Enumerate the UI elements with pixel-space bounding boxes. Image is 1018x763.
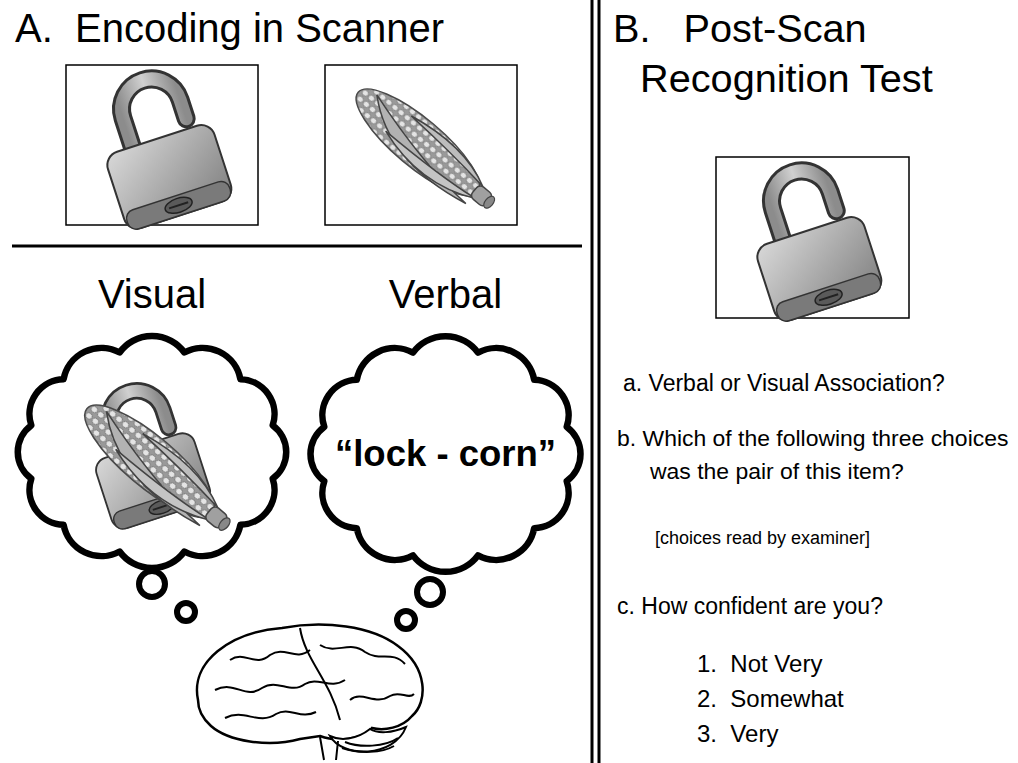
cloud-outline (301, 272, 590, 578)
question-text: c. How confident are you? (617, 593, 883, 619)
thought-bubbles (417, 579, 443, 605)
picture-frame (66, 64, 258, 232)
divider-line (598, 0, 601, 763)
thought-bubbles (139, 571, 165, 597)
divider-line (591, 0, 594, 763)
brain-drawing (320, 645, 405, 664)
panel-heading: B. Post-Scan Recognition Test (613, 3, 1015, 103)
brain-drawing (225, 711, 316, 718)
brain-drawing (350, 694, 414, 700)
cloud-outline (18, 336, 286, 568)
brain-drawing (342, 738, 398, 752)
imagined-pair-picture (71, 377, 244, 546)
question-text: b. Which of the following three choices … (617, 422, 1013, 488)
thought-bubbles (177, 603, 195, 621)
picture-frame (735, 156, 885, 324)
question-text: a. Verbal or Visual Association? (623, 370, 945, 396)
imagined-pair-picture (71, 389, 244, 546)
picture-frame (343, 74, 508, 223)
brain-drawing (197, 625, 423, 760)
brain-drawing (197, 625, 423, 743)
picture-frame (85, 64, 235, 232)
thought-cloud: Verbal “lock - corn” (301, 272, 590, 578)
rating-option: 3. Very (697, 720, 778, 748)
rating-option: 1. Not Very (697, 650, 822, 678)
rating-option: 2. Somewhat (697, 685, 844, 713)
cloud-heading: Visual (98, 272, 206, 317)
thought-bubbles (139, 571, 443, 629)
divider-line (12, 245, 582, 248)
cloud-heading: Verbal (389, 272, 502, 317)
brain-drawing (230, 650, 310, 660)
cloud-outline (8, 272, 296, 574)
picture-frame (325, 65, 517, 225)
cloud-outline (310, 336, 580, 572)
brain-drawing (320, 737, 338, 760)
picture-frame (325, 65, 517, 225)
picture-frame (716, 156, 909, 324)
note-text: [choices read by examiner] (655, 528, 870, 549)
brain-drawing (300, 628, 340, 720)
thought-cloud: Visual (8, 272, 296, 574)
thought-bubbles (397, 611, 415, 629)
panel-heading: A. Encoding in Scanner (15, 5, 444, 51)
cloud-text: “lock - corn” (335, 433, 556, 475)
brain-drawing (330, 727, 406, 752)
